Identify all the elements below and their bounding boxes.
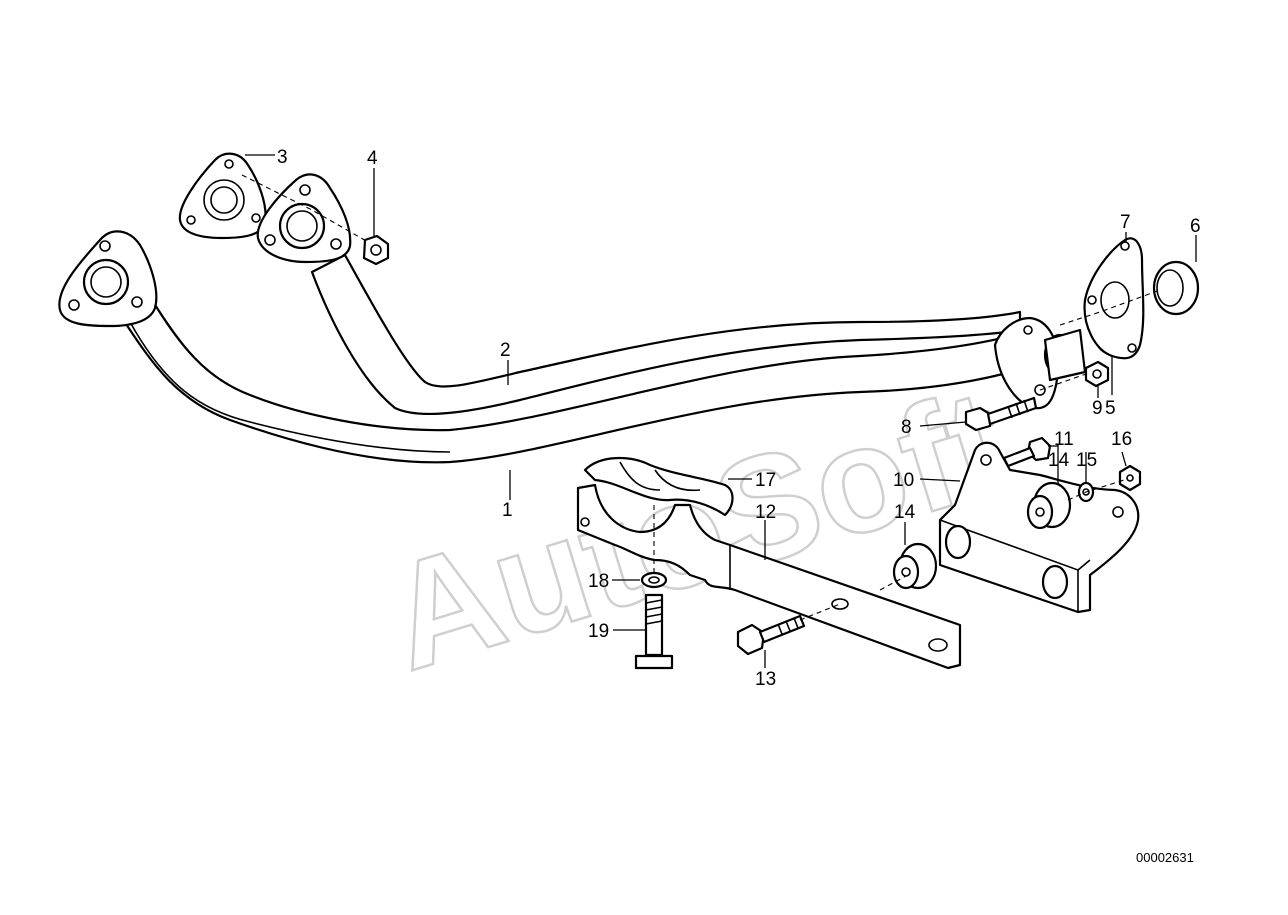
nut-9 (1084, 360, 1110, 388)
manifold-flange-left (58, 230, 158, 328)
leader-lines (245, 154, 1197, 668)
rubber-mount-14-lower (892, 542, 938, 590)
callout-8: 8 (901, 417, 912, 438)
callout-16: 16 (1111, 429, 1132, 450)
callout-14-lower: 14 (894, 502, 916, 523)
nut-16 (1118, 464, 1142, 492)
document-number: 00002631 (1136, 850, 1194, 865)
callout-13: 13 (755, 669, 776, 690)
callout-14-upper: 14 (1048, 450, 1070, 471)
pipe-rear-flange (993, 316, 1087, 410)
washer-18 (640, 571, 668, 589)
nut-4 (362, 234, 390, 266)
flange-7 (1083, 237, 1145, 360)
callout-12: 12 (755, 502, 776, 523)
bolt-8 (964, 396, 1038, 432)
callout-3: 3 (277, 147, 288, 168)
callout-11: 11 (1054, 429, 1074, 450)
callout-4: 4 (367, 148, 378, 169)
callout-9: 9 (1092, 398, 1103, 419)
ring-6 (1152, 260, 1200, 316)
callout-19: 19 (588, 621, 609, 642)
callout-10: 10 (893, 470, 914, 491)
callout-labels: 1 2 3 4 5 6 7 8 9 10 11 12 13 14 14 15 1… (277, 147, 1201, 690)
clamp-17 (583, 456, 734, 517)
gasket-3 (178, 152, 267, 240)
support-bar-12 (576, 483, 962, 670)
bolt-11 (1002, 436, 1052, 468)
bolt-19 (634, 593, 674, 670)
manifold-flange-right (256, 173, 352, 264)
callout-7: 7 (1120, 212, 1131, 233)
callout-17: 17 (755, 470, 776, 491)
rubber-mount-14-upper (1026, 481, 1072, 530)
callout-18: 18 (588, 571, 609, 592)
callout-15: 15 (1076, 450, 1097, 471)
callout-5: 5 (1105, 398, 1116, 419)
callout-1: 1 (502, 500, 513, 521)
callout-2: 2 (500, 340, 511, 361)
bolt-13 (736, 614, 806, 656)
callout-6: 6 (1190, 216, 1201, 237)
